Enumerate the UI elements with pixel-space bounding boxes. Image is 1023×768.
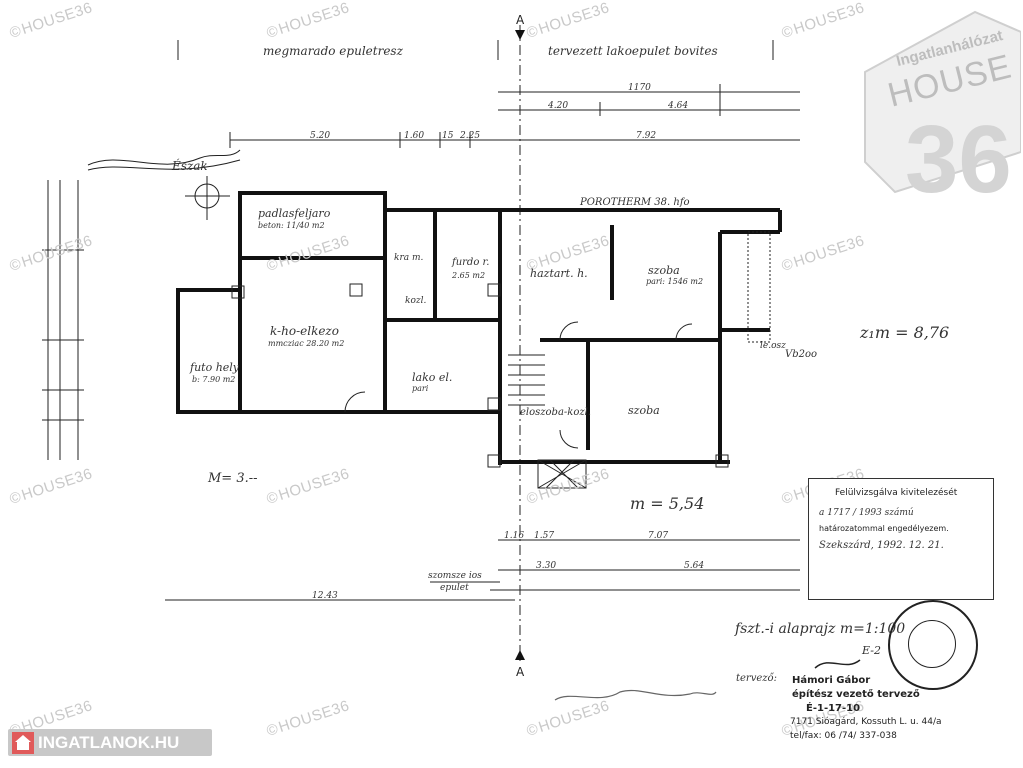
room-label: szoba — [628, 404, 660, 417]
dim-label: 1.16 — [504, 531, 525, 541]
designer-phone: tel/fax: 06 /74/ 337-038 — [790, 731, 897, 741]
handwritten-note: M= 3.-- — [208, 471, 258, 486]
section-right-label: tervezett lakoepulet bovites — [548, 44, 718, 58]
official-seal — [888, 600, 978, 690]
plan-title: fszt.-i alaprajz m=1:100 — [735, 621, 906, 637]
room-label: eloszoba-kozl. — [520, 407, 592, 418]
dim-label: 1.60 — [404, 131, 425, 141]
approval-stamp: Felülvizsgálva kivitelezését a 1717 / 19… — [808, 478, 994, 600]
section-mark-bottom: A — [516, 665, 525, 679]
neighbour-label: szomsze ios — [428, 571, 482, 581]
dim-label: 7.92 — [636, 131, 657, 141]
designer-caption: tervező: — [736, 673, 777, 684]
dim-label: 1170 — [628, 83, 651, 93]
house36-logo: 36 Ingatlanhálózat HOUSE — [835, 2, 1022, 213]
room-label: padlasfeljaro — [258, 207, 331, 220]
dim-label: 1.57 — [534, 531, 555, 541]
dim-label: 7.07 — [648, 531, 669, 541]
dim-label: 5.64 — [684, 561, 705, 571]
dim-label: 3.30 — [536, 561, 557, 571]
home-icon — [12, 731, 34, 754]
handwritten-note: z₁m = 8,76 — [860, 323, 950, 342]
designer-role: építész vezető tervező — [792, 689, 920, 700]
stamp-line: Szekszárd, 1992. 12. 21. — [819, 540, 944, 551]
sheet-number: E-2 — [862, 644, 881, 657]
designer-name: Hámori Gábor — [792, 675, 871, 686]
handwritten-note: m = 5,54 — [630, 494, 705, 513]
stamp-title: Felülvizsgálva kivitelezését — [835, 488, 958, 498]
house-icon: 36 — [864, 10, 1022, 213]
dim-label: 15 — [442, 131, 454, 141]
room-label: szoba — [648, 264, 680, 277]
room-area: beton: 11/40 m2 — [258, 221, 325, 230]
dim-label: 12.43 — [312, 591, 338, 601]
room-label: kozl. — [405, 296, 427, 306]
porotherm-label: POROTHERM 38. hfo — [580, 197, 690, 208]
room-label: haztart. h. — [530, 267, 588, 280]
ingatlanok-logo[interactable]: INGATLANOK.HU — [8, 729, 212, 756]
svg-text:36: 36 — [905, 106, 1012, 212]
dim-label: 2.25 — [460, 131, 481, 141]
room-area: pari — [412, 384, 429, 393]
room-area: 2.65 m2 — [452, 271, 486, 280]
dim-label: 4.64 — [668, 101, 689, 111]
room-area: pari: 1546 m2 — [646, 277, 704, 286]
section-mark-top: A — [516, 13, 525, 27]
stamp-line: határozatommal engedélyezem. — [819, 524, 949, 533]
beam-label: Vb2oo — [785, 349, 818, 360]
room-area: mmcziac 28.20 m2 — [268, 339, 345, 348]
section-left-label: megmarado epuletresz — [263, 44, 403, 58]
room-label: kra m. — [394, 253, 424, 263]
logo-text: INGATLANOK.HU — [38, 732, 180, 752]
stamp-line: a 1717 / 1993 számú — [819, 508, 914, 518]
stair-label: le.osz — [760, 341, 786, 351]
designer-address: 7171 Sióagárd, Kossuth L. u. 44/a — [790, 717, 942, 727]
neighbour-label: epulet — [440, 583, 469, 593]
designer-license: É-1-17-10 — [806, 703, 861, 714]
north-label: Észak — [172, 159, 208, 173]
dim-label: 5.20 — [310, 131, 331, 141]
room-label: lako el. — [412, 371, 453, 384]
room-label: k-ho-elkezo — [270, 324, 339, 338]
room-label: furdo r. — [452, 257, 490, 268]
room-label: futo hely — [190, 361, 240, 374]
room-area: b: 7.90 m2 — [192, 375, 236, 384]
seal-emblem — [908, 620, 956, 668]
dim-label: 4.20 — [548, 101, 569, 111]
